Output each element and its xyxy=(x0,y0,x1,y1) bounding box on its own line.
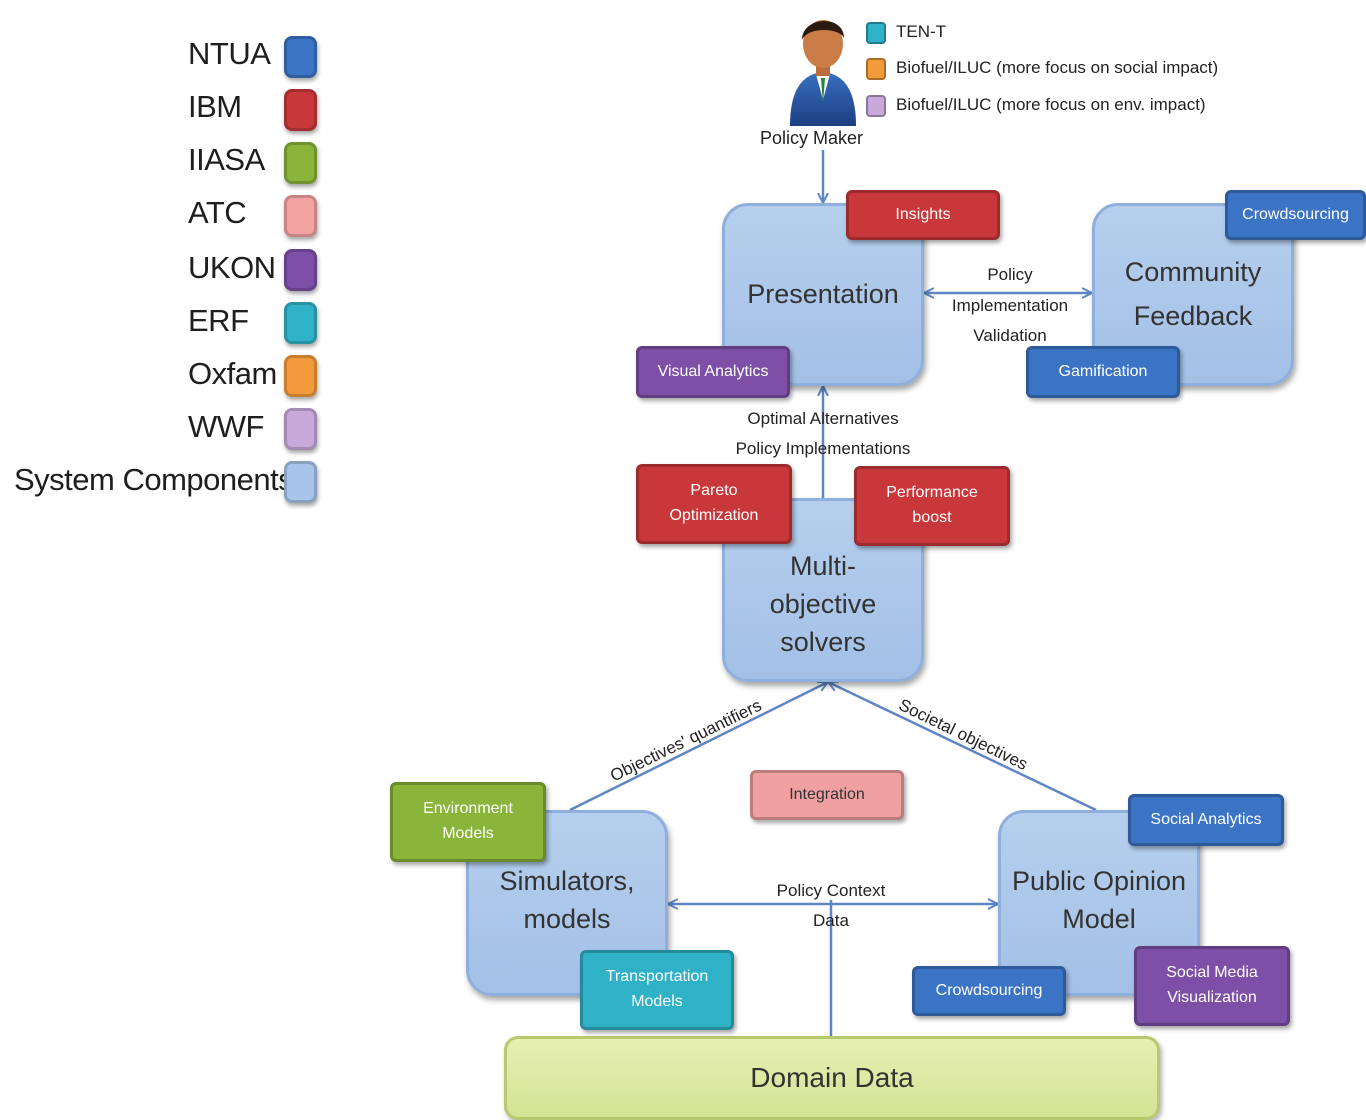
legend-swatch-iiasa xyxy=(284,142,317,184)
simulators-to-solvers-arrow xyxy=(569,680,828,812)
environment-models-tag: Environment Models xyxy=(390,782,546,862)
stakeholder-label-biofuel-env: Biofuel/ILUC (more focus on env. impact) xyxy=(896,95,1206,114)
social-media-visualization-tag: Social Media Visualization xyxy=(1134,946,1290,1026)
crowdsourcing-bottom-tag: Crowdsourcing xyxy=(912,966,1066,1016)
visual-analytics-tag: Visual Analytics xyxy=(636,346,790,398)
legend-label-oxfam: Oxfam xyxy=(188,356,277,391)
legend-swatch-erf xyxy=(284,302,317,344)
stakeholder-swatch-biofuel-env xyxy=(866,95,886,117)
legend-label-system-components: System Components xyxy=(14,462,294,497)
stakeholder-swatch-tent xyxy=(866,22,886,44)
legend-label-iiasa: IIASA xyxy=(188,142,265,177)
integration-tag: Integration xyxy=(750,770,904,820)
legend-label-wwf: WWF xyxy=(188,409,264,444)
legend-swatch-ukon xyxy=(284,249,317,291)
crowdsourcing-top-tag: Crowdsourcing xyxy=(1225,190,1366,240)
policy-implementation-validation-label: Policy Implementation Validation xyxy=(951,265,1069,346)
legend-label-ibm: IBM xyxy=(188,89,242,124)
gamification-tag: Gamification xyxy=(1026,346,1180,398)
legend-swatch-wwf xyxy=(284,408,317,450)
legend-swatch-oxfam xyxy=(284,355,317,397)
legend-swatch-ibm xyxy=(284,89,317,131)
legend-label-ntua: NTUA xyxy=(188,36,271,71)
pareto-optimization-tag: Pareto Optimization xyxy=(636,464,792,544)
insights-tag: Insights xyxy=(846,190,1000,240)
legend-swatch-ntua xyxy=(284,36,317,78)
person-icon xyxy=(790,20,856,126)
legend-swatch-system-components xyxy=(284,461,317,503)
public-opinion-to-solvers-arrow xyxy=(828,682,1097,812)
legend-label-ukon: UKON xyxy=(188,250,276,285)
legend-swatch-atc xyxy=(284,195,317,237)
social-analytics-tag: Social Analytics xyxy=(1128,794,1284,846)
legend-label-atc: ATC xyxy=(188,195,247,230)
performance-boost-tag: Performance boost xyxy=(854,466,1010,546)
stakeholder-swatch-biofuel-social xyxy=(866,58,886,80)
optimal-alternatives-label: Optimal Alternatives Policy Implementati… xyxy=(735,409,911,458)
transportation-models-tag: Transportation Models xyxy=(580,950,734,1030)
policy-maker-label: Policy Maker xyxy=(760,128,864,148)
stakeholder-label-biofuel-social: Biofuel/ILUC (more focus on social impac… xyxy=(896,58,1219,77)
policy-context-data-label: Policy Context Data xyxy=(776,881,886,930)
legend-label-erf: ERF xyxy=(188,303,249,338)
domain-data-component: Domain Data xyxy=(504,1036,1160,1120)
stakeholder-label-tent: TEN-T xyxy=(896,22,947,41)
